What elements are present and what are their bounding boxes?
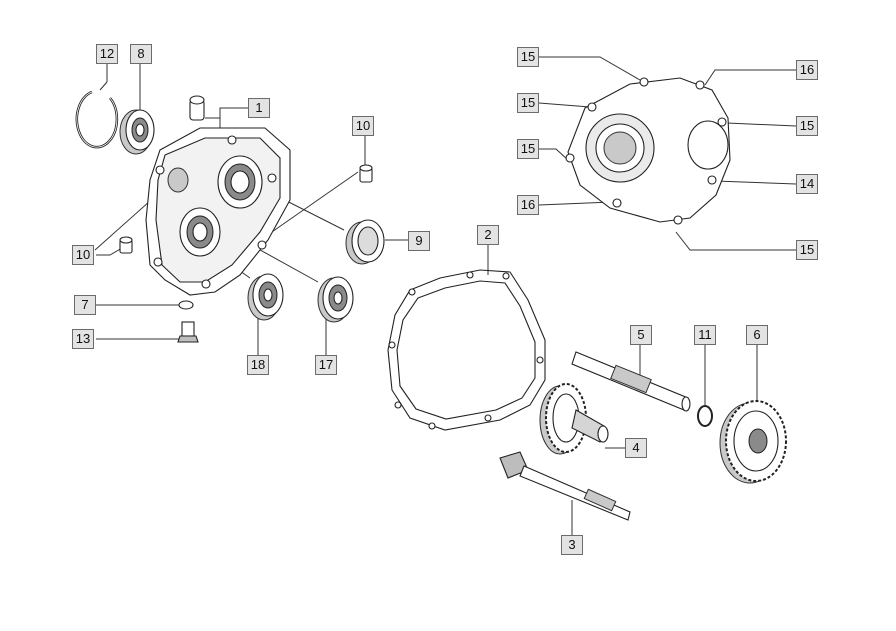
gear-6 [719, 400, 787, 484]
callout-3: 3 [561, 535, 583, 555]
dowel-pin-1 [189, 95, 205, 121]
callout-5: 5 [630, 325, 652, 345]
callout-15-c: 15 [517, 139, 539, 159]
callout-13: 13 [72, 329, 94, 349]
callout-15-d: 15 [796, 116, 818, 136]
callout-10-lower: 10 [72, 245, 94, 265]
callout-18: 18 [247, 355, 269, 375]
callout-17: 17 [315, 355, 337, 375]
sleeve-10-lower [119, 236, 133, 254]
callout-12: 12 [96, 44, 118, 64]
bearing-8 [119, 109, 155, 155]
callout-15-b: 15 [517, 93, 539, 113]
pinion-shaft-3 [499, 451, 631, 521]
sleeve-10-upper [359, 164, 373, 183]
washer-7 [178, 300, 194, 310]
gearbox-housing [145, 127, 291, 296]
oil-seal-9 [345, 219, 385, 265]
shaft-5 [571, 351, 691, 412]
callout-6: 6 [746, 325, 768, 345]
bearing-17 [317, 276, 354, 323]
gasket-2 [387, 269, 546, 431]
callout-4: 4 [625, 438, 647, 458]
callout-16-b: 16 [796, 60, 818, 80]
callout-14: 14 [796, 174, 818, 194]
callout-15-a: 15 [517, 47, 539, 67]
gear-4 [539, 383, 609, 455]
ring-11 [697, 405, 713, 427]
callout-2: 2 [477, 225, 499, 245]
callout-16-a: 16 [517, 195, 539, 215]
drain-screw-13 [177, 321, 199, 343]
transmission-cover [565, 77, 731, 225]
callout-1: 1 [248, 98, 270, 118]
callout-8: 8 [130, 44, 152, 64]
callout-15-e: 15 [796, 240, 818, 260]
callout-11: 11 [694, 325, 716, 345]
bearing-18 [247, 273, 284, 321]
callout-7: 7 [74, 295, 96, 315]
callout-10-upper: 10 [352, 116, 374, 136]
callout-9: 9 [408, 231, 430, 251]
